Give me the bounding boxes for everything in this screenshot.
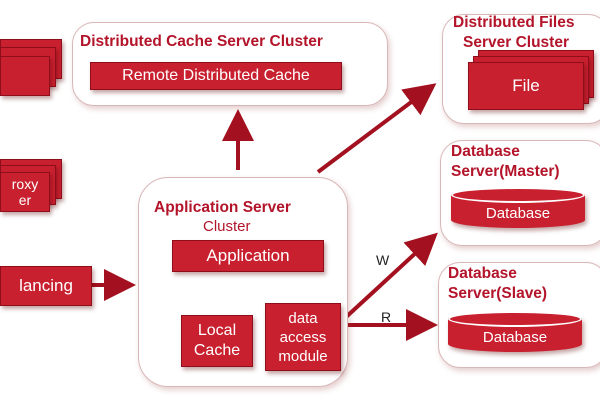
application-label: Application [206, 246, 290, 265]
data-access-label-line1: data [288, 309, 318, 327]
arrow-write-to-master [343, 232, 438, 320]
proxy-label-line2: er [18, 192, 32, 208]
data-access-label-line3: module [278, 347, 328, 365]
arrow-app-to-files [316, 83, 437, 174]
cache-cluster-title: Distributed Cache Server Cluster [80, 33, 323, 50]
files-cluster-title-line1: Distributed Files [453, 14, 575, 31]
db-master-cylinder-top [451, 187, 585, 203]
data-access-module-node: data access module [265, 303, 341, 371]
load-balancing-node: lancing [0, 266, 92, 306]
load-balancing-label: lancing [19, 276, 73, 295]
proxy-label-line1: roxy [11, 176, 39, 192]
file-label: File [512, 76, 540, 95]
db-master-label: Database [485, 205, 551, 222]
db-slave-label: Database [482, 329, 548, 346]
db-slave-title-line2: Server(Slave) [448, 285, 548, 302]
read-edge-label: R [381, 309, 392, 325]
app-cluster-title-line1: Application Server [154, 199, 291, 216]
remote-distributed-cache-label: Remote Distributed Cache [122, 67, 310, 84]
local-cache-label-line1: Local [197, 322, 237, 339]
app-cluster-title-line2: Cluster [203, 218, 251, 235]
data-access-label-line2: access [279, 328, 327, 346]
local-cache-node: Local Cache [181, 315, 253, 367]
db-master-title-line1: Database [451, 143, 520, 160]
left-server-stack-front [0, 56, 50, 96]
db-master-title-line2: Server(Master) [451, 163, 560, 180]
file-node: File [468, 62, 584, 110]
application-node: Application [172, 240, 324, 272]
remote-distributed-cache-node: Remote Distributed Cache [90, 62, 342, 90]
db-slave-title-line1: Database [448, 265, 517, 282]
db-slave-cylinder-top [448, 311, 582, 327]
write-edge-label: W [376, 252, 390, 268]
local-cache-label-line2: Cache [193, 342, 241, 359]
left-proxy-node: roxy er [0, 172, 50, 212]
files-cluster-title-line2: Server Cluster [463, 34, 569, 51]
